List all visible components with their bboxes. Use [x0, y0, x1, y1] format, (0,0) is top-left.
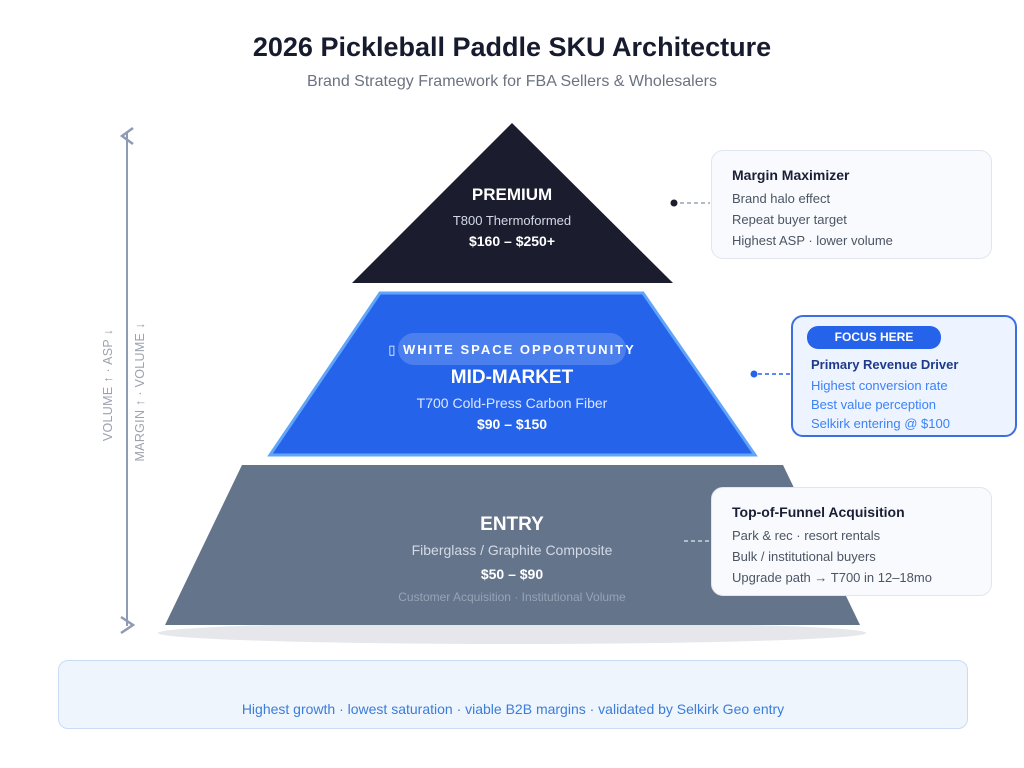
- white-space-badge-bg: [398, 333, 626, 365]
- tier-note: Customer Acquisition · Institutional Vol…: [398, 590, 626, 604]
- tier-premium-shape: [352, 123, 673, 283]
- card-line: Upgrade path → T700 in 12–18mo: [732, 570, 932, 585]
- tier-entry: ENTRY Fiberglass / Graphite Composite $5…: [312, 514, 712, 604]
- connector-dot-mid: [750, 370, 758, 378]
- card-title: Margin Maximizer: [732, 167, 850, 183]
- tier-premium: PREMIUM T800 Thermoformed $160 – $250+: [412, 185, 612, 249]
- card-line: Highest conversion rate: [811, 378, 948, 393]
- card-line: Repeat buyer target: [732, 212, 847, 227]
- card-top-of-funnel: Top-of-Funnel Acquisition Park & rec · r…: [711, 487, 992, 596]
- page-title: 2026 Pickleball Paddle SKU Architecture: [252, 32, 772, 62]
- tier-material: Fiberglass / Graphite Composite: [411, 542, 613, 558]
- card-line: Brand halo effect: [732, 191, 831, 206]
- page-subtitle: Brand Strategy Framework for FBA Sellers…: [307, 73, 717, 90]
- card-title: Top-of-Funnel Acquisition: [732, 504, 905, 520]
- card-line: Highest ASP · lower volume: [732, 233, 893, 248]
- banner-text: Highest growth · lowest saturation · via…: [241, 701, 785, 717]
- connector-dot-premium: [670, 199, 678, 207]
- tier-mid-shape: [267, 291, 758, 457]
- card-line: Park & rec · resort rentals: [732, 528, 881, 543]
- tier-price: $90 – $150: [476, 416, 548, 432]
- tier-entry-shape: [165, 465, 860, 625]
- white-space-badge: ▯ WHITE SPACE OPPORTUNITY: [388, 342, 636, 357]
- tier-name: MID-MARKET: [450, 367, 574, 388]
- tier-price: $50 – $90: [480, 566, 544, 582]
- pyramid-shadow: [158, 622, 866, 644]
- card-line: Selkirk entering @ $100: [811, 416, 950, 431]
- tier-material: T800 Thermoformed: [452, 213, 572, 228]
- card-margin-maximizer: Margin Maximizer Brand halo effect Repea…: [711, 150, 992, 259]
- axis-label-margin: MARGIN ↑ · VOLUME ↓: [133, 322, 147, 462]
- axis-arrow-up-icon: [119, 126, 134, 146]
- summary-banner: Highest growth · lowest saturation · via…: [58, 660, 968, 729]
- focus-pill: FOCUS HERE: [807, 326, 941, 349]
- axis-arrow-down-icon: [120, 615, 136, 635]
- axis-label-volume: VOLUME ↑ · ASP ↓: [101, 328, 115, 442]
- tier-name: PREMIUM: [471, 185, 553, 204]
- tier-mid: ▯ WHITE SPACE OPPORTUNITY MID-MARKET T70…: [312, 342, 712, 432]
- card-title: Primary Revenue Driver: [811, 357, 959, 372]
- tier-name: ENTRY: [480, 514, 544, 535]
- card-line: Bulk / institutional buyers: [732, 549, 876, 564]
- tier-price: $160 – $250+: [468, 233, 556, 249]
- card-line: Best value perception: [811, 397, 937, 412]
- card-focus: FOCUS HERE Primary Revenue Driver Highes…: [791, 315, 1017, 437]
- tier-material: T700 Cold-Press Carbon Fiber: [416, 395, 608, 411]
